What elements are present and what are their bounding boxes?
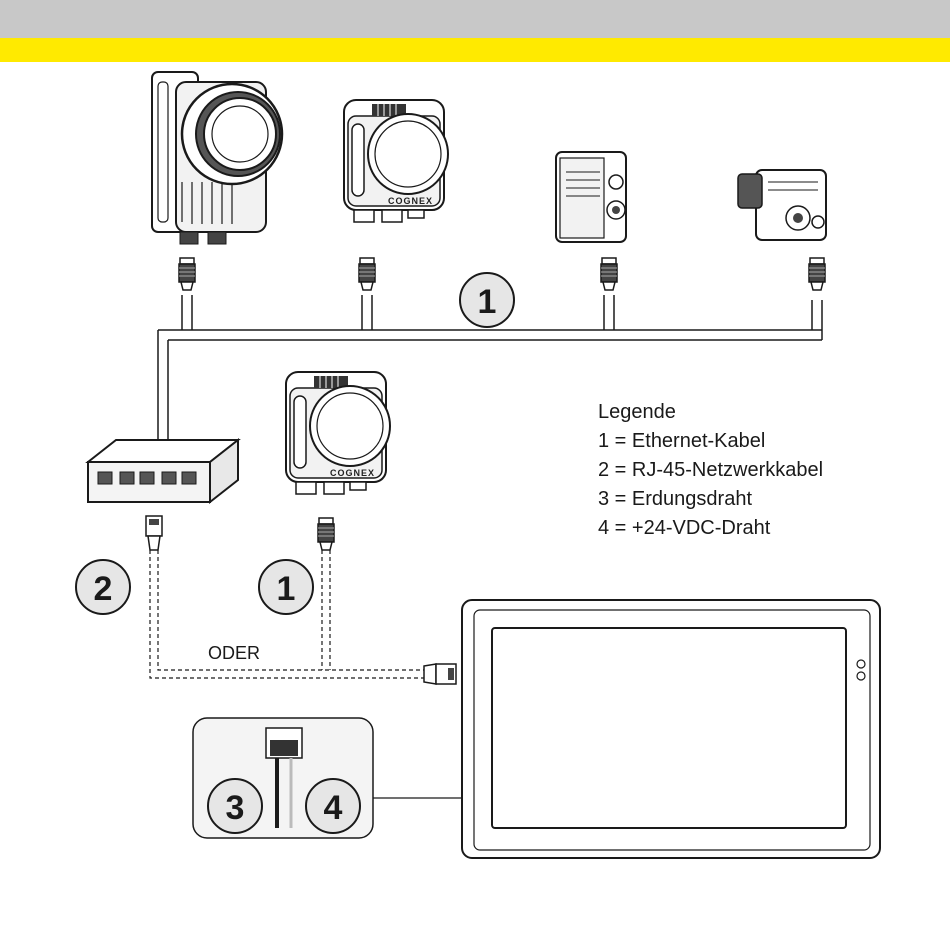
rj45-plug-icon [146, 516, 162, 550]
legend-item: 2 = RJ-45-Netzwerkkabel [598, 456, 823, 485]
camera-icon: COGNEX [344, 100, 448, 222]
camera-icon [738, 170, 826, 240]
callout-power-wire: 4 [306, 779, 360, 833]
legend-item: 1 = Ethernet-Kabel [598, 427, 823, 456]
rj45-plug-icon [424, 664, 456, 684]
or-label: ODER [208, 643, 260, 663]
legend-item: 3 = Erdungsdraht [598, 485, 823, 514]
touch-panel-icon [462, 600, 880, 858]
legend: Legende 1 = Ethernet-Kabel 2 = RJ-45-Net… [598, 398, 823, 543]
camera-icon [556, 152, 626, 242]
svg-text:2: 2 [94, 570, 113, 608]
switch-icon [88, 440, 238, 502]
camera-icon: COGNEX [286, 372, 390, 494]
legend-item: 4 = +24-VDC-Draht [598, 514, 823, 543]
brand-label: COGNEX [330, 468, 375, 478]
camera-icon [152, 72, 282, 244]
svg-text:4: 4 [324, 789, 343, 827]
svg-text:1: 1 [277, 570, 296, 608]
brand-label: COGNEX [388, 196, 433, 206]
callout-network-cable: 2 [76, 560, 130, 614]
callout-ground-wire: 3 [208, 779, 262, 833]
callout-ethernet-top: 1 [460, 273, 514, 327]
svg-text:1: 1 [478, 283, 497, 321]
m12-connector-icon [318, 518, 334, 550]
legend-title: Legende [598, 398, 823, 427]
callout-ethernet-bottom: 1 [259, 560, 313, 614]
svg-text:3: 3 [226, 789, 245, 827]
